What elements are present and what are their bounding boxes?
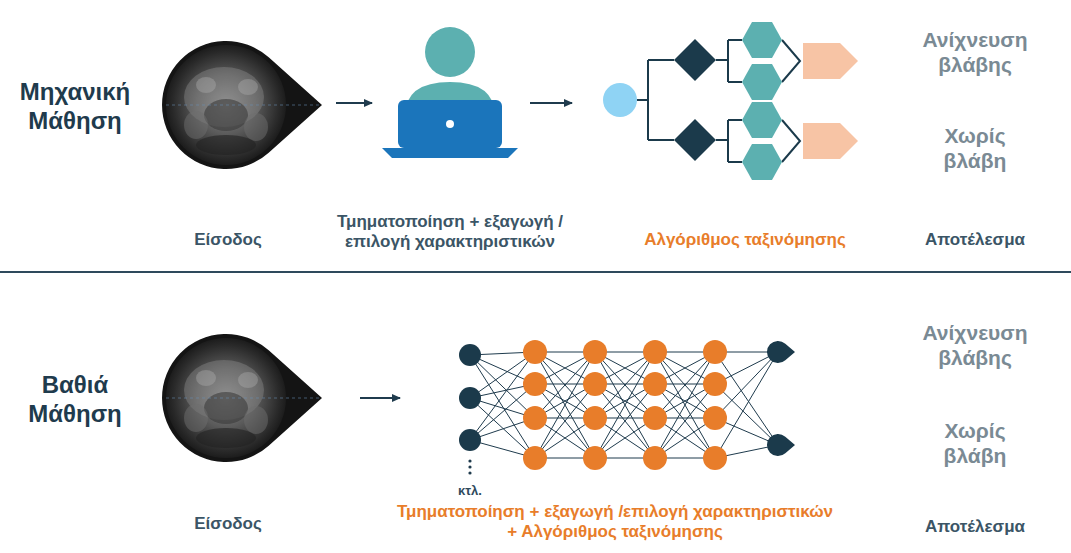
- output-tag: [803, 43, 858, 79]
- hidden-neuron: [643, 372, 667, 396]
- input-neuron: [459, 387, 481, 409]
- hidden-neuron: [643, 406, 667, 430]
- result-label: Ανίχνευση βλάβης: [900, 320, 1050, 370]
- mri-image: [162, 334, 322, 462]
- network-link: [470, 398, 535, 458]
- hidden-neuron: [583, 372, 607, 396]
- output-tag: [803, 123, 858, 159]
- output-neuron: [767, 434, 795, 456]
- root-node: [603, 83, 637, 117]
- mri-image: [162, 41, 322, 169]
- result-label: Χωρίς βλάβη: [920, 418, 1030, 468]
- hidden-neuron: [523, 372, 547, 396]
- hidden-neuron: [703, 406, 727, 430]
- leaf-hexagon: [742, 22, 782, 58]
- network-link: [655, 352, 715, 458]
- flow-arrow: [360, 397, 400, 399]
- stage-caption: Είσοδος: [168, 230, 288, 250]
- neural-network: [459, 340, 795, 470]
- network-link: [595, 352, 655, 458]
- hidden-neuron: [583, 340, 607, 364]
- input-neuron: [459, 429, 481, 451]
- stage-caption: Αποτέλεσμα: [900, 230, 1050, 250]
- stage-caption: Είσοδος: [168, 514, 288, 534]
- hidden-neuron: [583, 446, 607, 470]
- flow-arrow: [530, 102, 572, 104]
- stage-caption: Τμηματοποίηση + εξαγωγή /επιλογή χαρακτη…: [320, 212, 580, 253]
- hidden-neuron: [523, 340, 547, 364]
- hidden-neuron: [523, 446, 547, 470]
- flow-arrow: [336, 102, 372, 104]
- person-icon: [382, 27, 518, 158]
- output-neuron: [767, 341, 795, 363]
- hidden-neuron: [703, 340, 727, 364]
- result-label: Ανίχνευση βλάβης: [900, 27, 1050, 77]
- hidden-neuron: [523, 406, 547, 430]
- divider-line: [0, 271, 1071, 273]
- network-link: [595, 352, 655, 458]
- classifier-tree: [637, 40, 800, 162]
- decision-diamond: [674, 39, 716, 81]
- etc-note: κτλ.: [440, 483, 500, 499]
- hidden-neuron: [703, 372, 727, 396]
- leaf-hexagon: [742, 102, 782, 138]
- leaf-hexagon: [742, 144, 782, 180]
- network-link: [535, 352, 595, 458]
- stage-caption: Τμηματοποίηση + εξαγωγή /επιλογή χαρακτη…: [395, 502, 835, 543]
- stage-caption: Αποτέλεσμα: [900, 517, 1050, 537]
- row-title: Βαθιά Μάθηση: [0, 371, 150, 429]
- hidden-neuron: [583, 406, 607, 430]
- network-link: [715, 352, 778, 445]
- result-label: Χωρίς βλάβη: [920, 123, 1030, 173]
- row-title: Μηχανική Μάθηση: [0, 78, 150, 136]
- leaf-hexagon: [742, 64, 782, 100]
- decision-diamond: [674, 119, 716, 161]
- hidden-neuron: [643, 446, 667, 470]
- input-neuron: [459, 344, 481, 366]
- hidden-neuron: [703, 446, 727, 470]
- more-dots: [468, 459, 471, 474]
- hidden-neuron: [643, 340, 667, 364]
- stage-caption: Αλγόριθμος ταξινόμησης: [615, 230, 875, 250]
- network-link: [535, 352, 595, 458]
- network-link: [655, 352, 715, 458]
